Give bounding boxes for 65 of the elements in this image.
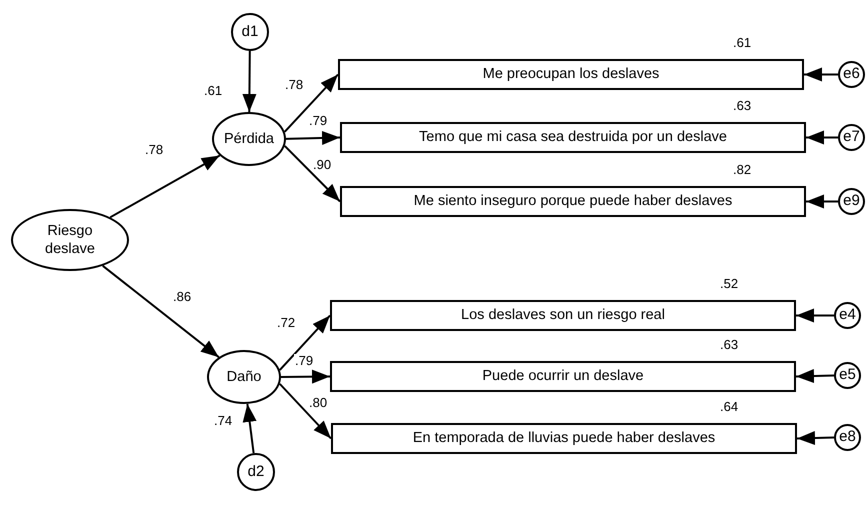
path-arrow <box>796 308 834 322</box>
error-term-circle <box>834 362 861 389</box>
r-squared-value: .64 <box>720 400 738 413</box>
path-arrow <box>102 265 220 358</box>
indicator-item-text: Puede ocurrir un deslave <box>482 367 644 386</box>
r-squared-value: .82 <box>733 163 752 176</box>
error-term-circle <box>231 13 269 51</box>
variable-name: e5 <box>839 366 856 385</box>
variable-name: e8 <box>839 428 856 447</box>
indicator-box <box>330 300 796 331</box>
indicator-item-text: Los deslaves son un riesgo real <box>461 306 665 325</box>
indicator-item-text: Temo que mi casa sea destruida por un deslave <box>419 128 727 147</box>
variable-name: d1 <box>242 22 258 42</box>
error-term-circle <box>237 453 275 491</box>
indicator-box <box>340 122 806 153</box>
variable-name: e4 <box>839 306 856 325</box>
edge-label: .78 <box>284 78 304 91</box>
indicator-item-text: En temporada de lluvias puede haber deslaves <box>412 429 716 448</box>
r-squared-value: .61 <box>204 84 222 97</box>
error-term-circle <box>838 124 865 151</box>
path-arrow <box>242 51 256 112</box>
error-term-circle <box>834 424 861 451</box>
variable-name: Riesgo deslave <box>44 222 96 258</box>
edge-label: .79 <box>294 354 314 367</box>
error-term-circle <box>834 302 861 329</box>
path-arrow <box>796 369 834 384</box>
error-term-circle <box>838 61 865 88</box>
variable-name: Daño <box>226 368 262 386</box>
path-arrow <box>242 404 257 454</box>
path-arrow <box>806 130 838 144</box>
edge-label: .72 <box>276 316 296 329</box>
r-squared-value: .63 <box>733 99 752 112</box>
path-arrow <box>281 370 330 384</box>
variable-name: e7 <box>843 128 860 147</box>
indicator-item-text: Me siento inseguro porque puede haber deslaves <box>414 192 732 211</box>
edge-label: .80 <box>308 396 328 409</box>
path-arrow <box>796 431 834 446</box>
indicator-box <box>331 423 797 454</box>
r-squared-value: .61 <box>733 36 752 49</box>
indicator-box <box>338 59 804 90</box>
r-squared-value: .52 <box>720 277 738 290</box>
variable-ellipse <box>212 112 286 166</box>
path-arrow <box>110 154 220 218</box>
error-term-circle <box>838 188 865 215</box>
r-squared-value: .63 <box>720 338 738 351</box>
edge-label: .78 <box>144 143 164 156</box>
path-arrow <box>284 145 341 202</box>
variable-ellipse <box>207 350 281 404</box>
path-arrow <box>804 68 838 82</box>
path-arrow <box>279 383 332 440</box>
path-arrow <box>806 194 838 208</box>
edge-label: .86 <box>172 290 192 303</box>
path-arrow <box>284 74 339 133</box>
indicator-item-text: Me preocupan los deslaves <box>482 65 660 84</box>
variable-name: e6 <box>843 65 860 84</box>
indicator-box <box>330 361 796 392</box>
variable-name: d2 <box>248 462 264 482</box>
r-squared-value: .74 <box>214 414 232 427</box>
indicator-box <box>340 186 806 217</box>
edge-label: .79 <box>308 114 328 127</box>
variable-name: e9 <box>843 192 860 211</box>
path-arrow <box>286 130 340 145</box>
path-arrow <box>279 314 331 371</box>
variable-name: Pérdida <box>224 130 274 148</box>
edge-label: .90 <box>312 158 332 171</box>
